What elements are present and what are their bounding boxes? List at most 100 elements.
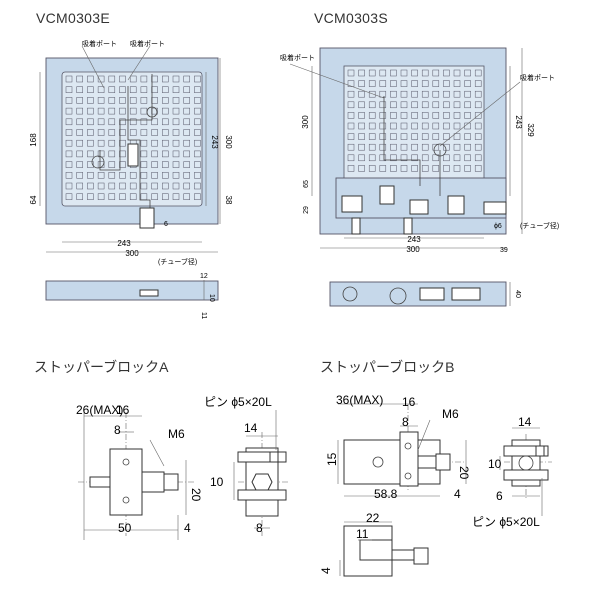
suction-cell	[162, 193, 169, 200]
suction-cell	[368, 112, 376, 119]
suction-cell	[443, 165, 450, 172]
suction-cell	[151, 161, 158, 168]
suction-cell	[108, 107, 116, 115]
suction-cell	[129, 182, 137, 190]
suction-cell	[421, 112, 429, 119]
suction-cell	[129, 86, 137, 93]
suction-cell	[368, 122, 376, 130]
suction-cell	[474, 133, 482, 140]
dim-e-243: 243	[117, 239, 131, 248]
suction-cell	[97, 107, 105, 115]
suction-cell	[432, 165, 440, 172]
suction-cell	[379, 112, 387, 119]
suction-cell	[76, 139, 83, 147]
suction-cell	[421, 90, 429, 98]
suction-cell	[464, 112, 471, 119]
suction-cell	[140, 172, 148, 179]
suction-cell	[97, 161, 105, 168]
suction-cell	[432, 122, 440, 130]
vcm0303s-side-block-2	[451, 287, 481, 301]
suction-cell	[379, 165, 387, 172]
suction-cell	[65, 86, 73, 93]
dim-a-8: 8	[114, 423, 121, 437]
suction-cell	[87, 139, 94, 147]
dim-s-39: 39	[500, 247, 508, 254]
suction-cell	[453, 112, 461, 119]
suction-cell	[194, 86, 201, 93]
suction-cell	[400, 69, 408, 77]
suction-cell	[411, 165, 418, 172]
suction-cell	[87, 150, 94, 158]
suction-cell	[453, 122, 461, 130]
suction-cell	[194, 107, 201, 115]
dim-b-20: 20	[457, 466, 471, 480]
stopper-a-screw-head	[141, 471, 165, 493]
suction-cell	[119, 139, 126, 147]
dim-b-11: 11	[356, 527, 369, 541]
suction-cell	[453, 80, 461, 87]
suction-cell	[453, 133, 461, 140]
suction-cell	[443, 133, 450, 140]
suction-cell	[151, 150, 158, 158]
suction-cell	[97, 97, 105, 104]
suction-cell	[368, 143, 376, 151]
suction-cell	[358, 80, 365, 87]
suction-cell	[108, 193, 116, 200]
stopper-block-b-front: 36(MAX) 16 8 M6 15 20 58.8 4	[325, 393, 471, 501]
suction-cell	[400, 165, 408, 172]
suction-cell	[76, 161, 83, 168]
suction-cell	[162, 75, 169, 83]
suction-cell	[87, 172, 94, 179]
suction-cell	[76, 172, 83, 179]
dim-e-12: 12	[200, 273, 208, 280]
suction-cell	[183, 118, 190, 126]
dim-e-300: 300	[125, 249, 139, 258]
stopper-a-screw-left	[89, 476, 111, 488]
dim-a-14: 14	[244, 421, 258, 435]
stopper-b-hole-1	[404, 442, 412, 450]
suction-cell	[129, 97, 137, 104]
dim-e-64: 64	[29, 195, 38, 204]
dim-a-4: 4	[184, 521, 191, 535]
suction-cell	[97, 193, 105, 200]
suction-cell	[108, 150, 116, 158]
suction-cell	[379, 80, 387, 87]
suction-cell	[162, 86, 169, 93]
suction-cell	[411, 112, 418, 119]
suction-cell	[172, 161, 180, 168]
title-vcm0303e: VCM0303E	[36, 10, 110, 26]
suction-cell	[432, 90, 440, 98]
suction-cell	[421, 133, 429, 140]
dim-s-329: 329	[526, 123, 535, 137]
suction-cell	[76, 129, 83, 136]
suction-cell	[368, 165, 376, 172]
suction-cell	[432, 112, 440, 119]
suction-cell	[453, 101, 461, 109]
label-b-pin: ピン ϕ5×20L	[472, 515, 540, 529]
suction-cell	[194, 150, 201, 158]
suction-cell	[172, 193, 180, 200]
suction-cell	[129, 193, 137, 200]
suction-cell	[453, 165, 461, 172]
suction-cell	[87, 86, 94, 93]
suction-cell	[65, 107, 73, 115]
suction-cell	[183, 150, 190, 158]
vcm0303s-stub-1	[351, 217, 361, 235]
vcm0303s-stub-2	[403, 217, 413, 235]
vcm0303e-grid-area	[61, 71, 203, 207]
dim-b-6: 6	[496, 489, 503, 503]
suction-cell	[400, 154, 408, 162]
suction-cell	[400, 112, 408, 119]
suction-cell	[119, 150, 126, 158]
label-e-suction-port-1: 吸着ポート	[82, 39, 117, 48]
vcm0303s-fitting	[433, 143, 447, 157]
suction-cell	[400, 101, 408, 109]
label-b-m6: M6	[442, 407, 459, 421]
suction-cell	[390, 101, 397, 109]
dim-b-22: 22	[366, 511, 380, 525]
dim-s-40: 40	[514, 290, 521, 298]
stopper-a-side-bottom	[237, 489, 287, 501]
stopper-b-bottom-screw	[391, 549, 415, 561]
suction-cell	[443, 112, 450, 119]
suction-cell	[358, 101, 365, 109]
